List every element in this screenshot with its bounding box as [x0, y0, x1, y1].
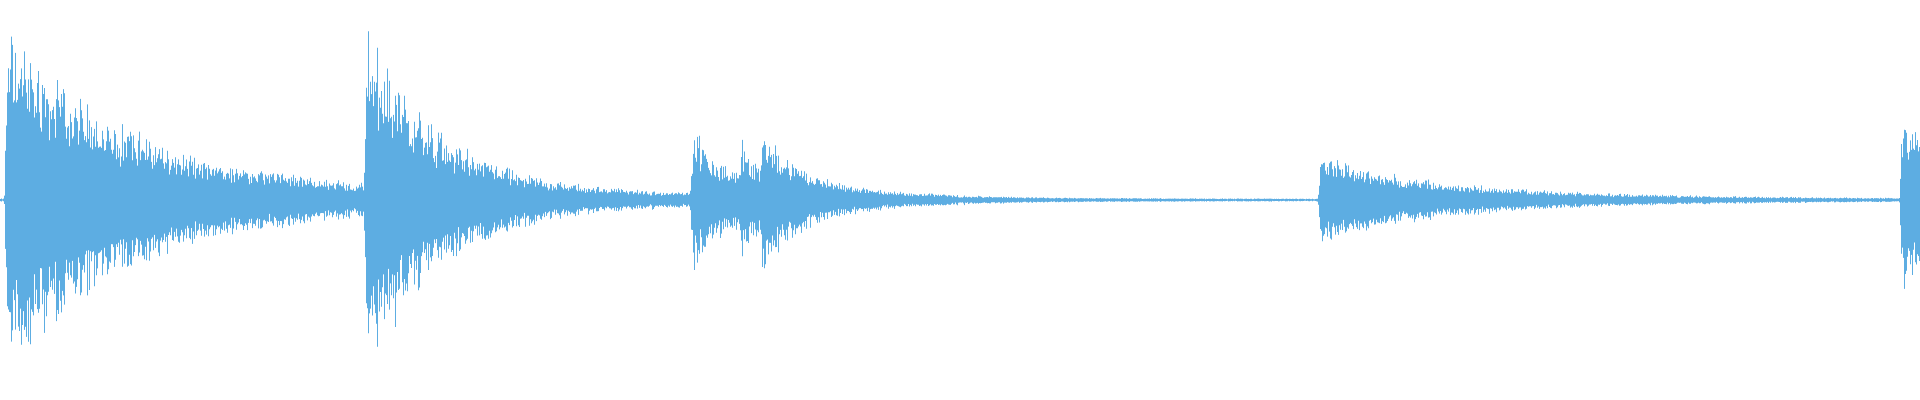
- waveform-trace: [0, 31, 1920, 347]
